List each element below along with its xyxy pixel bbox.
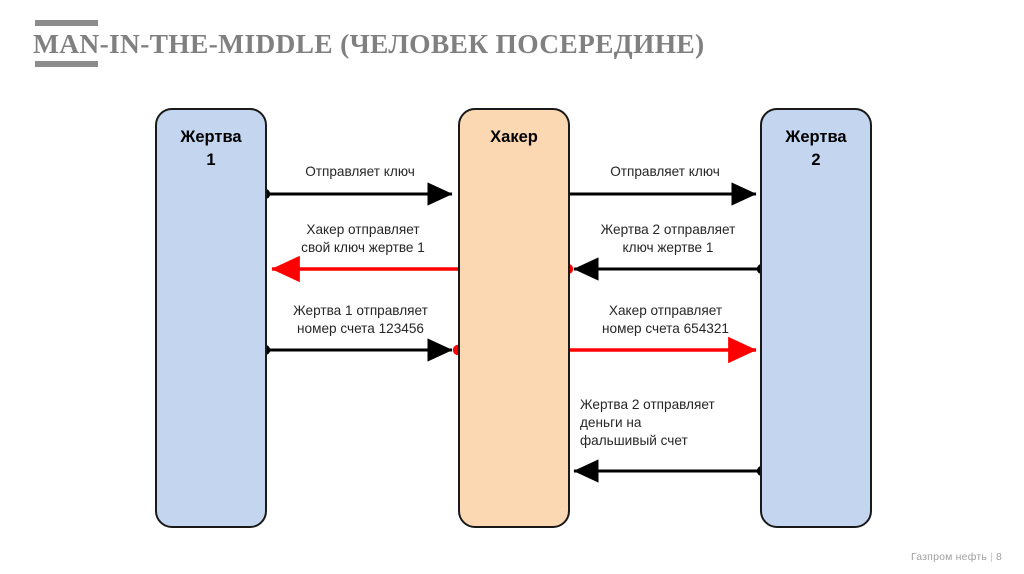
footer-separator: |	[990, 551, 993, 563]
actor-hacker[interactable]: Хакер	[458, 108, 570, 528]
title-rule-top	[35, 20, 98, 26]
title-rule-bottom	[35, 60, 98, 67]
actor-victim-1-label-line1: Жертва	[180, 128, 242, 146]
message-arrow-1-left	[259, 182, 453, 206]
message-label-1-left: Отправляет ключ	[305, 164, 415, 179]
message-label-3-left: Жертва 1 отправляет номер счета 123456	[293, 303, 428, 337]
message-label-3-right: Хакер отправляет номер счета 654321	[602, 303, 729, 337]
message-label-1-right: Отправляет ключ	[610, 164, 720, 179]
footer-page-number: 8	[995, 551, 1002, 563]
actor-hacker-label-line1: Хакер	[490, 128, 538, 146]
message-arrow-4-right	[573, 459, 768, 483]
title-block: MAN-IN-THE-MIDDLE (ЧЕЛОВЕК ПОСЕРЕДИНЕ)	[33, 20, 933, 67]
actor-victim-1-label-line2: 1	[206, 151, 216, 170]
page-title: MAN-IN-THE-MIDDLE (ЧЕЛОВЕК ПОСЕРЕДИНЕ)	[33, 28, 705, 59]
actor-victim-2-label-line1: Жертва	[785, 128, 847, 146]
message-label-2-left: Хакер отправляет свой ключ жертве 1	[301, 222, 425, 256]
message-arrow-3-left	[259, 338, 453, 362]
message-label-2-right: Жертва 2 отправляет ключ жертве 1	[600, 222, 736, 256]
actor-victim-2-label-line2: 2	[811, 151, 821, 170]
actor-victim-1[interactable]: Жертва 1	[155, 108, 267, 528]
actor-victim-2[interactable]: Жертва 2	[760, 108, 872, 528]
footer-brand: Газпром нефть	[910, 551, 988, 563]
footer: Газпром нефть|8	[911, 551, 1002, 563]
message-label-4-right: Жертва 2 отправляет деньги на фальшивый …	[580, 397, 715, 449]
message-arrow-2-right	[573, 257, 768, 281]
